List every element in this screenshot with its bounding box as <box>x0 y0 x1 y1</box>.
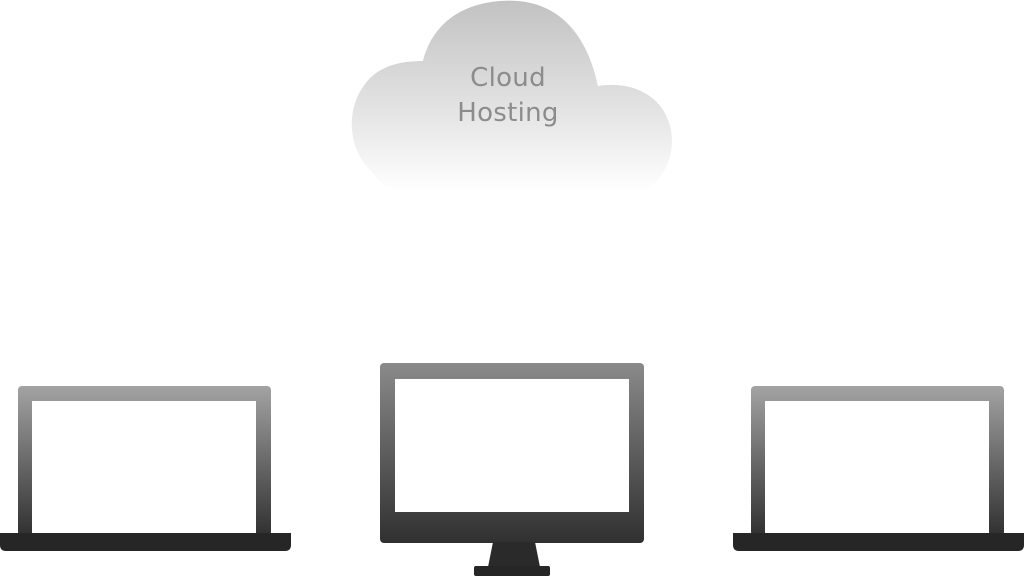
laptop-left-base <box>0 533 291 551</box>
laptop-right-screen <box>765 401 989 533</box>
cloud-label-line2: Hosting <box>457 98 559 128</box>
monitor-stand-neck <box>488 542 540 567</box>
laptop-right <box>733 386 1024 551</box>
laptop-left <box>0 386 291 551</box>
monitor-stand-foot <box>474 566 550 576</box>
cloud-icon <box>351 0 672 192</box>
laptop-right-base <box>733 533 1024 551</box>
cloud-label-line1: Cloud <box>470 63 546 93</box>
monitor-screen <box>395 379 629 512</box>
desktop-monitor <box>380 363 644 576</box>
laptop-left-screen <box>32 401 256 533</box>
